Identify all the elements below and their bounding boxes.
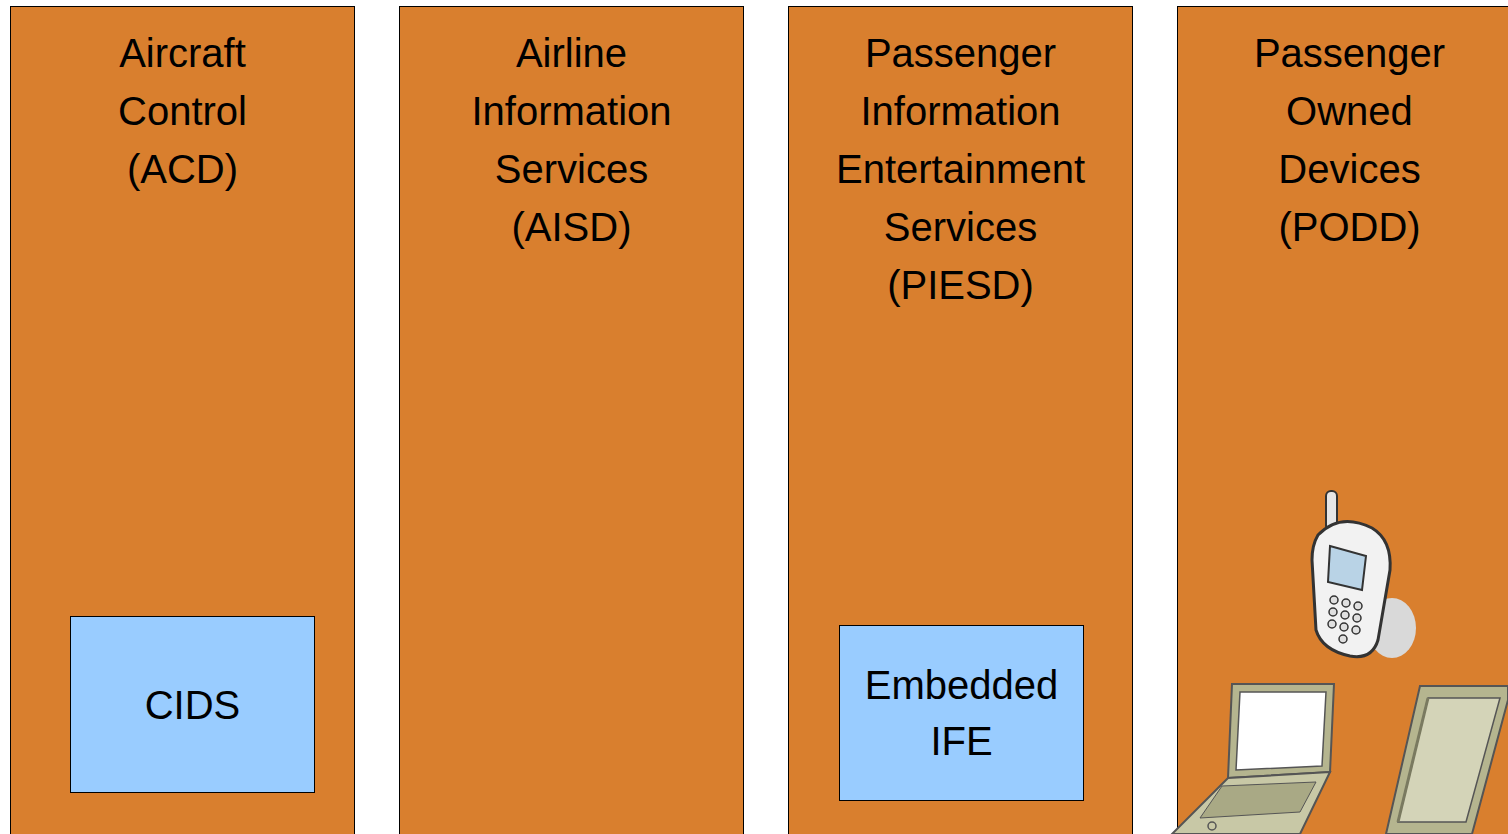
domain-heading: Airline Information Services (AISD): [471, 7, 671, 256]
domain-heading: Passenger Owned Devices (PODD): [1254, 7, 1445, 256]
box-label: CIDS: [145, 677, 241, 733]
system-box: Embedded IFE: [839, 625, 1084, 801]
domain-column: Passenger Information Entertainment Serv…: [788, 6, 1133, 834]
phone-icon: [1312, 491, 1416, 658]
domain-column: Airline Information Services (AISD): [399, 6, 744, 834]
laptop-icon: [1172, 684, 1334, 834]
system-box: CIDS: [70, 616, 315, 793]
domain-heading: Aircraft Control (ACD): [118, 7, 247, 198]
domain-heading: Passenger Information Entertainment Serv…: [836, 7, 1085, 314]
box-label: Embedded IFE: [865, 657, 1058, 769]
domain-column: Passenger Owned Devices (PODD): [1177, 6, 1508, 834]
tablet-icon: [1386, 686, 1508, 834]
domain-column: Aircraft Control (ACD) CIDS: [10, 6, 355, 834]
